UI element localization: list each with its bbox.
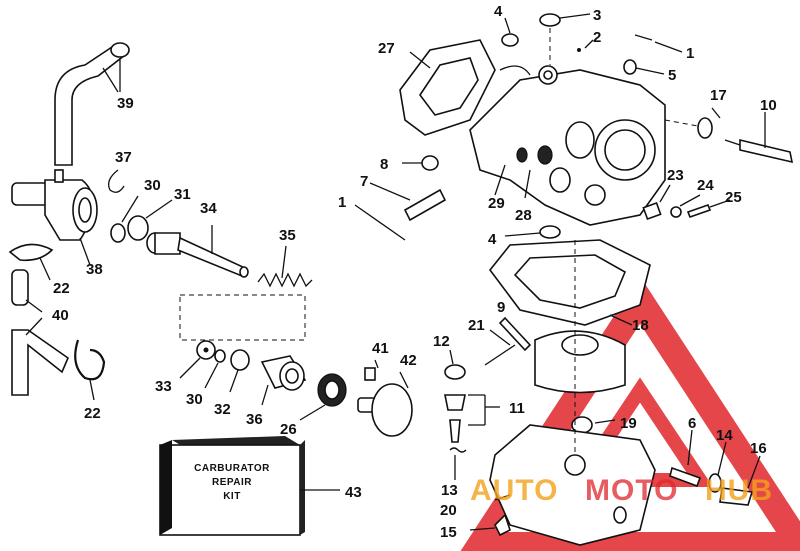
callout-30: 30 xyxy=(144,177,161,194)
o-ring-part xyxy=(214,349,226,363)
callout-15: 15 xyxy=(440,524,457,541)
clip-part xyxy=(107,169,125,193)
needle-valve-part xyxy=(444,394,466,411)
callout-17: 17 xyxy=(710,87,727,104)
hose-part xyxy=(11,269,29,306)
callout-24: 24 xyxy=(697,177,714,194)
callout-27: 27 xyxy=(378,40,395,57)
watermark-text-hub: HUB xyxy=(705,474,773,507)
callout-12: 12 xyxy=(433,333,450,350)
callout-37: 37 xyxy=(115,149,132,166)
callout-13: 13 xyxy=(441,482,458,499)
callout-41: 41 xyxy=(372,340,389,357)
callout-3: 3 xyxy=(593,7,601,24)
clamp-part xyxy=(8,243,54,262)
watermark-text-auto: AUTO xyxy=(470,474,558,507)
screw-part xyxy=(686,203,712,219)
callout-21: 21 xyxy=(468,317,485,334)
watermark-text-moto: MOTO xyxy=(585,474,678,507)
needle-part xyxy=(739,138,794,164)
callout-6: 6 xyxy=(688,415,696,432)
callout-40: 40 xyxy=(52,307,69,324)
callout-38: 38 xyxy=(86,261,103,278)
callout-43: 43 xyxy=(345,484,362,501)
callout-29: 29 xyxy=(488,195,505,212)
o-ring-part xyxy=(230,349,250,371)
cap-part xyxy=(539,13,561,27)
plunger-part xyxy=(357,371,413,437)
callout-36: 36 xyxy=(246,411,263,428)
bushing-part xyxy=(697,117,713,139)
callout-32: 32 xyxy=(214,401,231,418)
pin-part xyxy=(634,34,653,41)
callout-labels: 39 37 30 31 34 35 38 22 40 22 33 30 32 3… xyxy=(52,3,777,541)
lockwasher-part xyxy=(670,206,682,218)
callout-22-lower: 22 xyxy=(84,405,101,422)
callout-9: 9 xyxy=(497,299,505,316)
kit-box-line1: CARBURATOR xyxy=(194,463,270,474)
fitting-part xyxy=(260,355,307,406)
callout-7: 7 xyxy=(360,173,368,190)
callout-34: 34 xyxy=(200,200,217,217)
screw-part xyxy=(494,513,511,537)
callout-8: 8 xyxy=(380,156,388,173)
screw-part xyxy=(364,367,376,381)
callout-14: 14 xyxy=(716,427,733,444)
callout-30-lower: 30 xyxy=(186,391,203,408)
needle-shaft-part xyxy=(146,225,249,278)
callout-25: 25 xyxy=(725,189,742,206)
pin-part xyxy=(498,316,532,352)
callout-26: 26 xyxy=(280,421,297,438)
hose-elbow-part xyxy=(11,329,69,396)
callout-20: 20 xyxy=(440,502,457,519)
callout-4: 4 xyxy=(494,3,503,20)
pin-part xyxy=(354,204,406,241)
callout-39: 39 xyxy=(117,95,134,112)
callout-19: 19 xyxy=(620,415,637,432)
callout-22: 22 xyxy=(53,280,70,297)
seal-part xyxy=(421,155,439,171)
clamp-part xyxy=(74,339,106,381)
kit-box-line3: KIT xyxy=(223,491,241,502)
plug-part xyxy=(539,225,561,239)
washer-part xyxy=(623,59,637,75)
o-ring-part xyxy=(110,223,126,243)
callout-1: 1 xyxy=(686,45,694,62)
callout-18: 18 xyxy=(632,317,649,334)
callout-28: 28 xyxy=(515,207,532,224)
bracket-part xyxy=(642,201,662,221)
callout-42: 42 xyxy=(400,352,417,369)
screw-part xyxy=(669,466,702,488)
callout-16: 16 xyxy=(750,440,767,457)
callout-31: 31 xyxy=(174,186,191,203)
callout-23: 23 xyxy=(667,167,684,184)
carburetor-body-group xyxy=(354,13,794,546)
callout-2: 2 xyxy=(593,29,601,46)
left-parts-group xyxy=(8,42,413,437)
o-ring-part xyxy=(127,215,149,241)
callout-4-lower: 4 xyxy=(488,231,497,248)
callout-1-lower: 1 xyxy=(338,194,346,211)
spring-part xyxy=(257,272,313,288)
spring-part xyxy=(403,188,447,222)
gasket-ring-part xyxy=(444,364,466,380)
carburetor-repair-kit-box: CARBURATOR REPAIR KIT xyxy=(159,436,340,536)
callout-5: 5 xyxy=(668,67,676,84)
washer-part xyxy=(708,473,722,493)
callout-10: 10 xyxy=(760,97,777,114)
plug-part xyxy=(501,33,519,47)
kit-box-line2: REPAIR xyxy=(212,477,252,488)
fuel-inlet-housing xyxy=(11,169,98,266)
float-part xyxy=(534,330,626,394)
callout-11: 11 xyxy=(509,400,525,417)
callout-33: 33 xyxy=(155,378,172,395)
fitting-part xyxy=(719,487,754,506)
hose-elbow-part xyxy=(54,43,127,166)
callout-35: 35 xyxy=(279,227,296,244)
